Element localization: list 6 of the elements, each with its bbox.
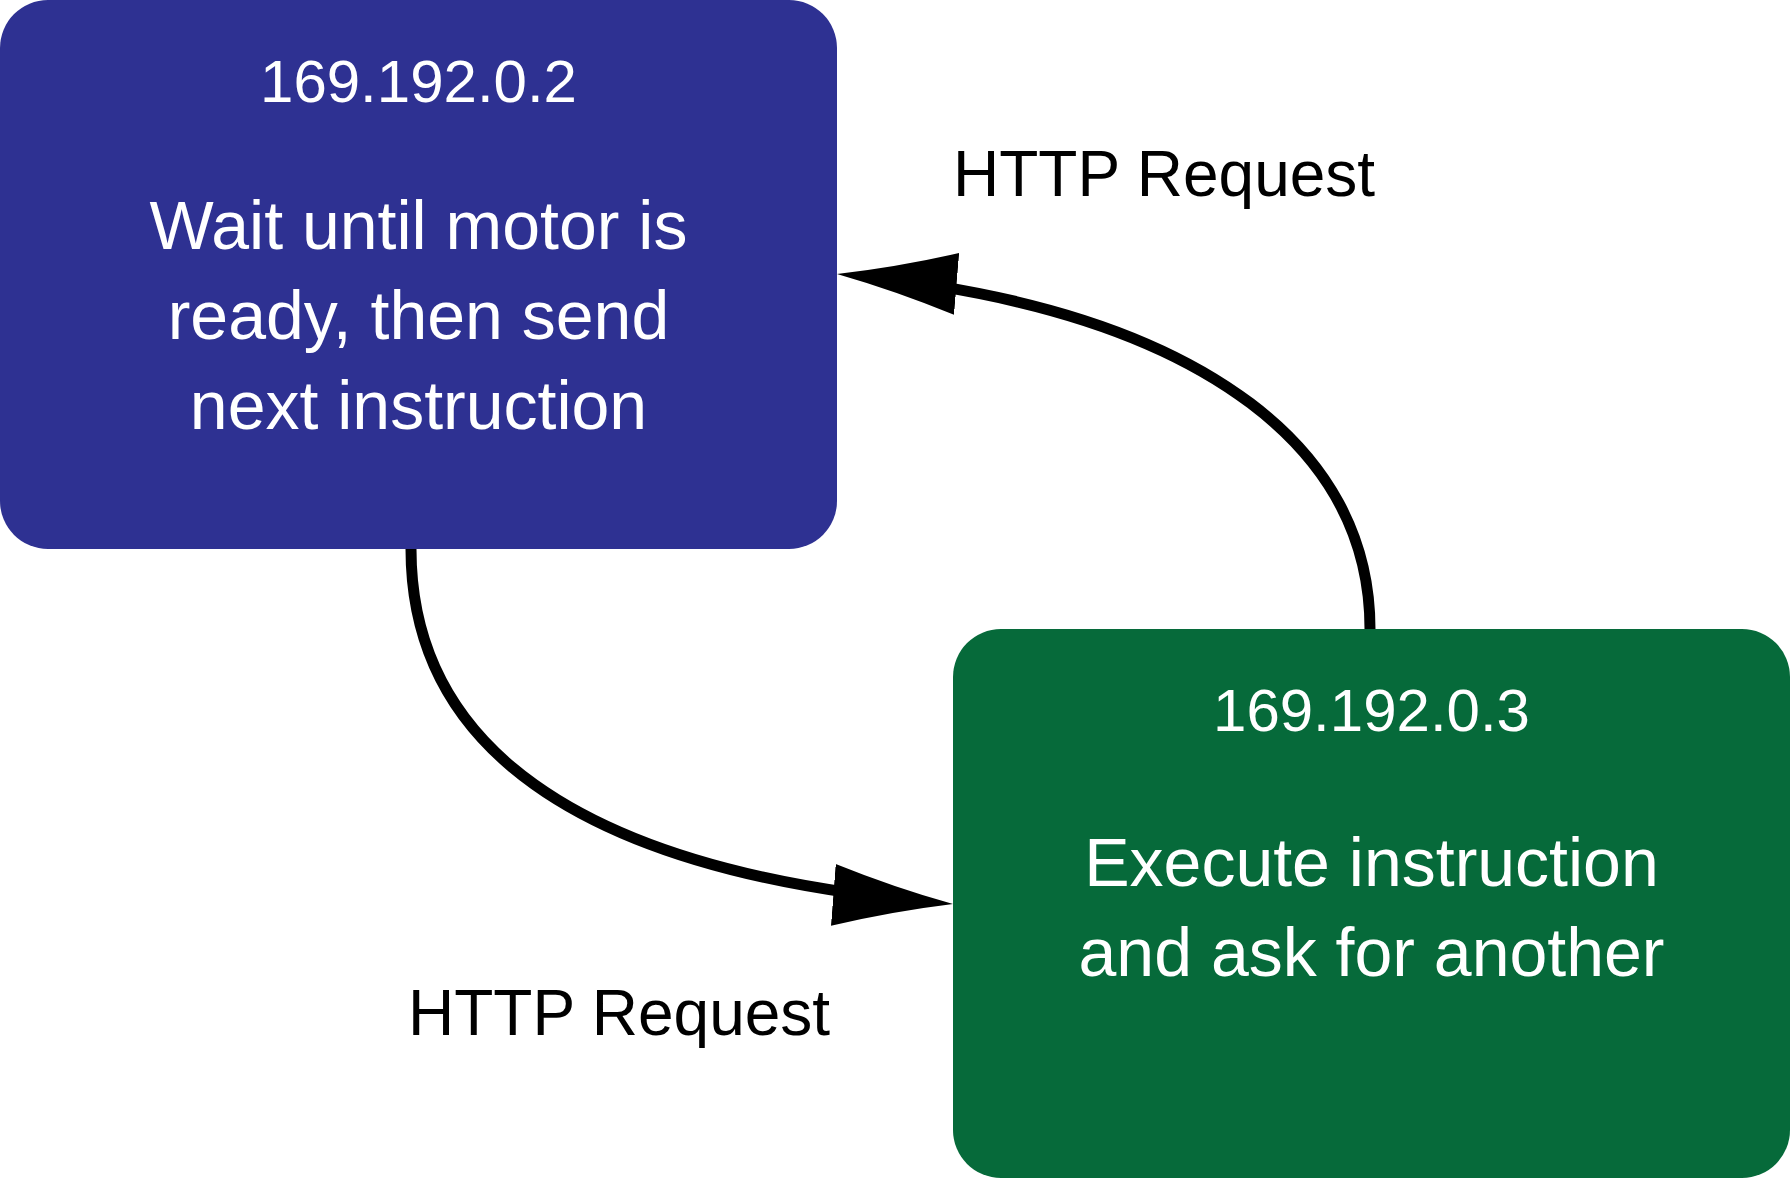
node-description: Wait until motor is ready, then send next instruction bbox=[148, 186, 689, 445]
node-description: Execute instruction and ask for another bbox=[1077, 823, 1666, 992]
process-box bbox=[953, 629, 1790, 1178]
node-title: 169.192.0.2 bbox=[260, 47, 577, 117]
node-title: 169.192.0.3 bbox=[1213, 676, 1530, 746]
process-box bbox=[0, 0, 837, 549]
